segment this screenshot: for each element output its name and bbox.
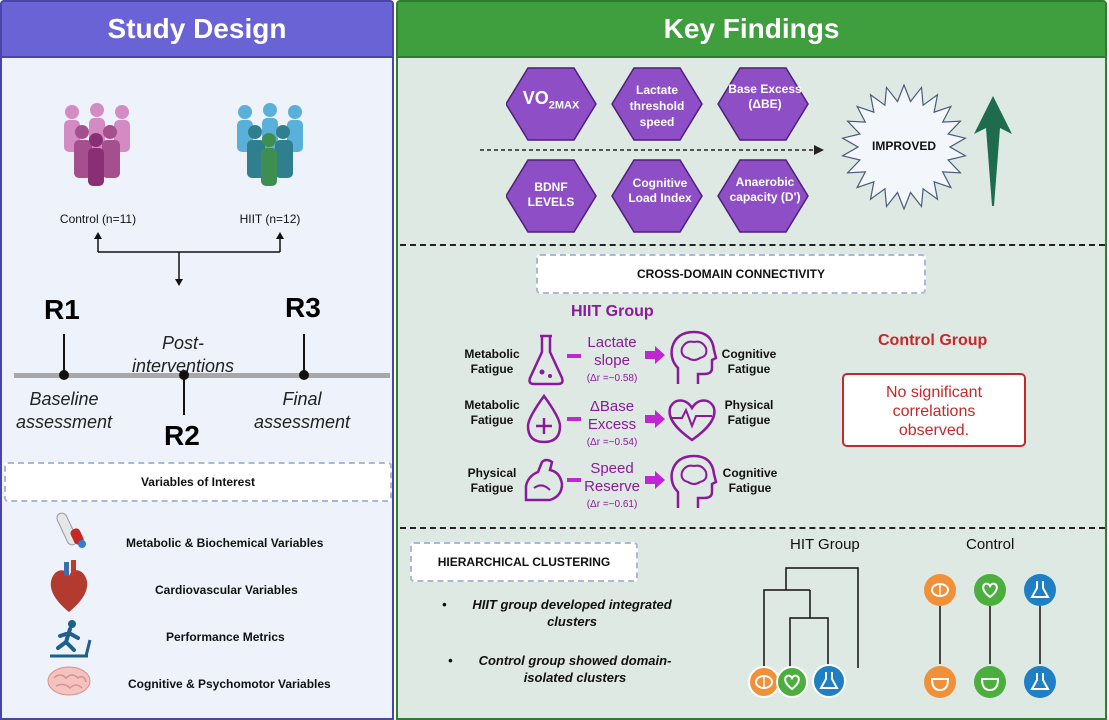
control-brain-node-icon	[924, 574, 956, 606]
control-blue-bottom-node-icon	[1024, 666, 1056, 698]
clustering-title: HIERARCHICAL CLUSTERING	[437, 555, 611, 569]
improved-variables-hexagons	[506, 67, 809, 233]
up-arrow-icon	[974, 96, 1012, 206]
hiit-group-label: HIIT (n=12)	[239, 212, 301, 226]
heart-icon	[50, 560, 88, 612]
row1-arrow	[645, 410, 665, 428]
treadmill-runner-icon	[50, 620, 92, 658]
hex-cognitive-load-label: Cognitive Load Index	[628, 176, 692, 205]
hex-cognitive-load	[611, 159, 703, 233]
hex-anaerobic	[717, 159, 809, 233]
improved-arrow	[480, 145, 824, 155]
row1-r-value: (Δr =−0.54)	[586, 437, 638, 448]
muscle-arm-icon	[524, 458, 564, 502]
clustering-box: HIERARCHICAL CLUSTERING	[410, 542, 638, 582]
allocation-arrows	[94, 232, 284, 286]
control-group-title: Control Group	[878, 332, 988, 349]
brain-icon	[47, 666, 91, 696]
flask-icon	[528, 334, 564, 386]
head-brain-icon-2	[670, 454, 718, 508]
hex-vo2max-label: VO2MAX	[522, 88, 580, 112]
variable-label-2: Performance Metrics	[166, 630, 285, 644]
hiit-dendrogram	[763, 567, 859, 668]
r2-stem	[183, 377, 185, 415]
hex-vo2max	[506, 67, 597, 141]
hex-base-excess-label: Base Excess (ΔBE)	[728, 82, 802, 111]
control-orange-bottom-node-icon	[924, 666, 956, 698]
row0-dash	[567, 354, 581, 358]
control-cluster-label: Control	[966, 536, 1015, 553]
key-findings-title: Key Findings	[663, 13, 840, 44]
hiit-group-people-icon	[237, 103, 303, 186]
variable-label-0: Metabolic & Biochemical Variables	[126, 536, 324, 550]
row0-r-value: (Δr =−0.58)	[586, 373, 638, 384]
final-assessment-label: Final assessment	[253, 389, 351, 432]
row2-mid-label: Speed Reserve	[584, 460, 640, 495]
r2-label: R2	[164, 420, 200, 451]
heart-pulse-icon	[668, 399, 716, 442]
heart-node-icon	[776, 666, 808, 698]
variables-of-interest-box: Variables of Interest	[4, 462, 392, 502]
hex-base-excess	[717, 67, 809, 141]
r3-label: R3	[285, 292, 321, 323]
row0-right-label: Cognitive Fatigue	[721, 347, 777, 376]
study-design-title: Study Design	[107, 13, 287, 44]
cross-domain-title: CROSS-DOMAIN CONNECTIVITY	[636, 267, 825, 281]
row1-dash	[567, 417, 581, 421]
drop-plus-icon	[526, 394, 562, 444]
row1-mid-label: ΔBase Excess	[587, 398, 637, 433]
section-divider-1	[400, 244, 1105, 246]
hex-lactate	[611, 67, 703, 141]
row2-r-value: (Δr =−0.61)	[586, 499, 638, 510]
section-divider-2	[400, 527, 1105, 529]
row0-arrow	[645, 346, 665, 364]
r2-dot	[179, 370, 189, 380]
row2-arrow	[645, 471, 665, 489]
hex-bdnf-label: BDNF LEVELS	[527, 180, 575, 209]
control-flask-node-icon	[1024, 574, 1056, 606]
control-group-people-icon	[64, 103, 130, 186]
row0-mid-label: Lactate slope	[587, 334, 637, 369]
flask-node-icon	[812, 664, 846, 698]
variable-label-3: Cognitive & Psychomotor Variables	[128, 677, 331, 691]
timeline-bar	[14, 373, 390, 378]
key-findings-header: Key Findings	[396, 0, 1107, 58]
study-design-header: Study Design	[0, 0, 394, 58]
control-no-correlations-box: No significant correlations observed.	[842, 373, 1026, 447]
control-no-correlations-text: No significant correlations observed.	[885, 384, 983, 439]
hex-anaerobic-label: Anaerobic capacity (D')	[729, 175, 801, 204]
bullet-1: • Control group showed domain-isolated c…	[448, 653, 672, 685]
head-brain-icon	[670, 330, 718, 384]
control-green-bottom-node-icon	[974, 666, 1006, 698]
improved-label: IMPROVED	[872, 139, 937, 153]
row2-right-label: Cognitive Fatigue	[722, 466, 778, 495]
study-design-panel	[0, 58, 394, 720]
row2-dash	[567, 478, 581, 482]
row1-right-label: Physical Fatigue	[724, 398, 774, 427]
r3-stem	[303, 334, 305, 374]
row1-left-label: Metabolic Fatigue	[464, 398, 520, 427]
r1-label: R1	[44, 294, 80, 325]
hex-lactate-label: Lactate threshold speed	[629, 83, 685, 129]
r3-dot	[299, 370, 309, 380]
bullet-0: • HIIT group developed integrated cluste…	[442, 597, 672, 629]
r1-stem	[63, 334, 65, 374]
control-heart-node-icon	[974, 574, 1006, 606]
post-interventions-label: Post-interventions	[131, 333, 235, 376]
improved-starburst	[840, 83, 968, 211]
cross-domain-box: CROSS-DOMAIN CONNECTIVITY	[536, 254, 926, 294]
blood-tube-icon	[56, 512, 86, 548]
control-group-label: Control (n=11)	[59, 212, 137, 226]
variables-of-interest-title: Variables of Interest	[140, 475, 256, 489]
baseline-assessment-label: Baseline assessment	[15, 389, 113, 432]
row0-left-label: Metabolic Fatigue	[464, 347, 520, 376]
r1-dot	[59, 370, 69, 380]
variable-label-1: Cardiovascular Variables	[155, 583, 298, 597]
hit-group-label: HIT Group	[790, 536, 860, 553]
row2-left-label: Physical Fatigue	[467, 466, 517, 495]
control-dendrogram	[939, 606, 1041, 664]
hiit-group-title: HIIT Group	[571, 303, 654, 320]
hex-bdnf	[506, 159, 597, 233]
